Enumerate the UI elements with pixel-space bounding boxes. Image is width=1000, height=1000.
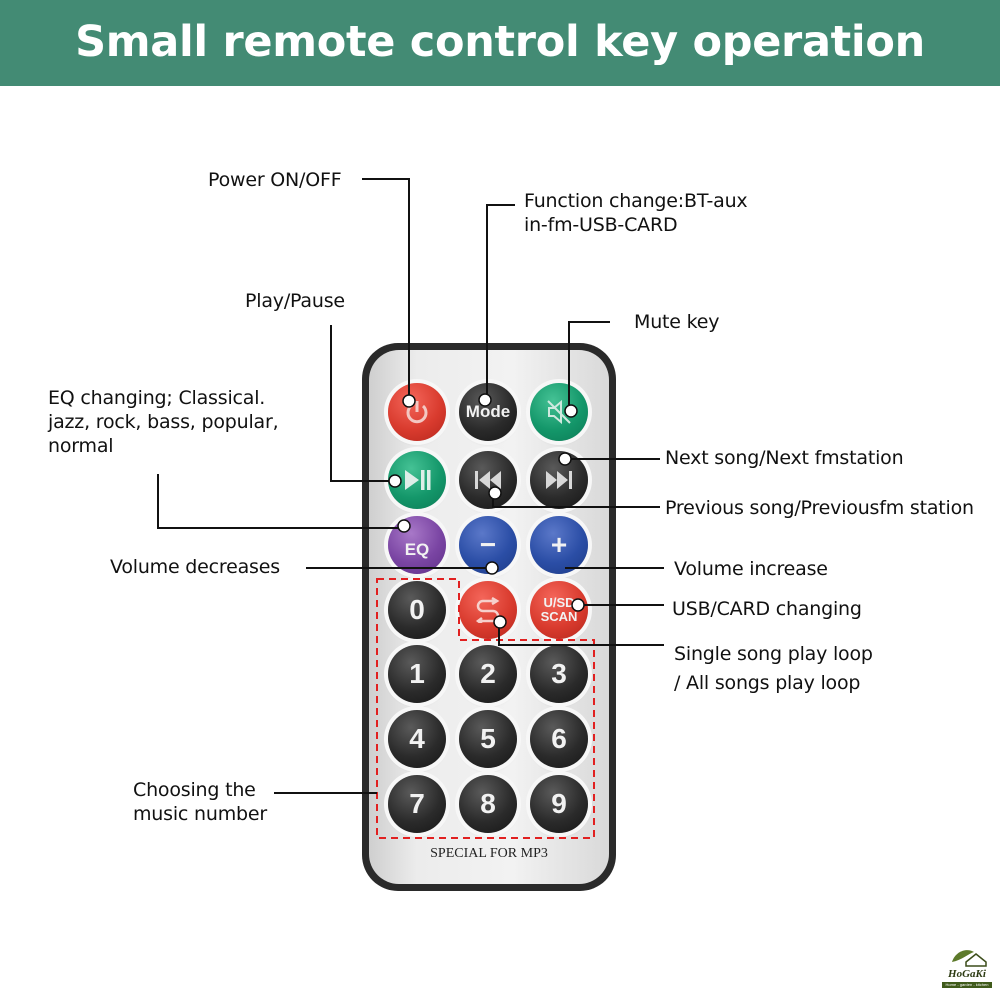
- previous-label: Previous song/Previousfm station: [665, 497, 974, 519]
- brand-logo: HoGaKi Home - garden - kitchen: [938, 946, 996, 994]
- eq-label-line3: normal: [48, 435, 114, 457]
- power-button[interactable]: [388, 383, 446, 441]
- remote-brand-text: SPECIAL FOR MP3: [430, 846, 548, 861]
- loop-icon: [475, 597, 500, 623]
- scan-label-line1: U/SD: [543, 595, 575, 610]
- mute-label: Mute key: [634, 311, 720, 333]
- next-button[interactable]: [530, 451, 588, 509]
- next-label: Next song/Next fmstation: [665, 447, 904, 469]
- title-banner: Small remote control key operation instr…: [0, 0, 1000, 151]
- play-pause-button[interactable]: [388, 451, 446, 509]
- volume-down-button[interactable]: −: [459, 516, 517, 574]
- function-label-line1: Function change:BT-aux: [524, 190, 748, 212]
- next-track-icon: [546, 471, 572, 489]
- digit-label: 2: [480, 658, 496, 689]
- loop-label-line1: Single song play loop: [674, 643, 873, 665]
- leaf-house-icon: [952, 950, 987, 967]
- digit-label: 4: [409, 723, 425, 754]
- digit-7-button[interactable]: 7: [388, 775, 446, 833]
- loop-button[interactable]: [459, 581, 517, 639]
- eq-button-label: EQ: [404, 540, 430, 559]
- number-label-line2: music number: [133, 803, 267, 825]
- previous-button[interactable]: [459, 451, 517, 509]
- mode-button[interactable]: Mode: [459, 383, 517, 441]
- volume-up-button[interactable]: +: [530, 516, 588, 574]
- scan-label-line2: SCAN: [540, 609, 578, 624]
- digit-label: 1: [409, 658, 425, 689]
- usb-card-label: USB/CARD changing: [672, 598, 862, 620]
- volume-up-label: Volume increase: [674, 558, 828, 580]
- mute-speaker-icon: [547, 399, 571, 425]
- loop-label-line2: / All songs play loop: [674, 672, 861, 694]
- number-label-line1: Choosing the: [133, 779, 256, 801]
- number-label: Choosing the music number: [133, 778, 267, 826]
- digit-label: 3: [551, 658, 567, 689]
- function-label-line2: in-fm-USB-CARD: [524, 214, 678, 236]
- digit-0-button[interactable]: 0: [388, 581, 446, 639]
- previous-track-icon: [475, 471, 501, 489]
- page-title: Small remote control key operation instr…: [75, 17, 925, 151]
- eq-label: EQ changing; Classical. jazz, rock, bass…: [48, 386, 279, 458]
- digit-1-button[interactable]: 1: [388, 645, 446, 703]
- digit-label: 6: [551, 723, 567, 754]
- logo-tagline: Home - garden - kitchen: [942, 982, 992, 988]
- eq-button[interactable]: EQ: [388, 516, 446, 574]
- function-label: Function change:BT-aux in-fm-USB-CARD: [524, 189, 748, 237]
- volume-down-label: Volume decreases: [110, 556, 280, 578]
- power-icon: [406, 401, 428, 424]
- play-pause-label: Play/Pause: [245, 290, 345, 312]
- digit-label: 5: [480, 723, 496, 754]
- eq-label-line1: EQ changing; Classical.: [48, 387, 266, 409]
- play-pause-icon: [405, 470, 431, 490]
- digit-4-button[interactable]: 4: [388, 710, 446, 768]
- mode-button-label: Mode: [465, 402, 511, 421]
- mute-button[interactable]: [530, 383, 588, 441]
- digit-6-button[interactable]: 6: [530, 710, 588, 768]
- digit-label: 9: [551, 788, 567, 819]
- digit-label: 0: [409, 594, 425, 625]
- digit-9-button[interactable]: 9: [530, 775, 588, 833]
- eq-label-line2: jazz, rock, bass, popular,: [48, 411, 279, 433]
- digit-2-button[interactable]: 2: [459, 645, 517, 703]
- logo-wordmark: HoGaKi: [948, 968, 986, 980]
- loop-label: Single song play loop / All songs play l…: [674, 640, 873, 698]
- digit-8-button[interactable]: 8: [459, 775, 517, 833]
- digit-3-button[interactable]: 3: [530, 645, 588, 703]
- minus-icon: −: [479, 529, 497, 560]
- digit-5-button[interactable]: 5: [459, 710, 517, 768]
- digit-label: 8: [480, 788, 496, 819]
- digit-label: 7: [409, 788, 425, 819]
- plus-icon: +: [550, 529, 568, 560]
- power-label: Power ON/OFF: [208, 169, 342, 191]
